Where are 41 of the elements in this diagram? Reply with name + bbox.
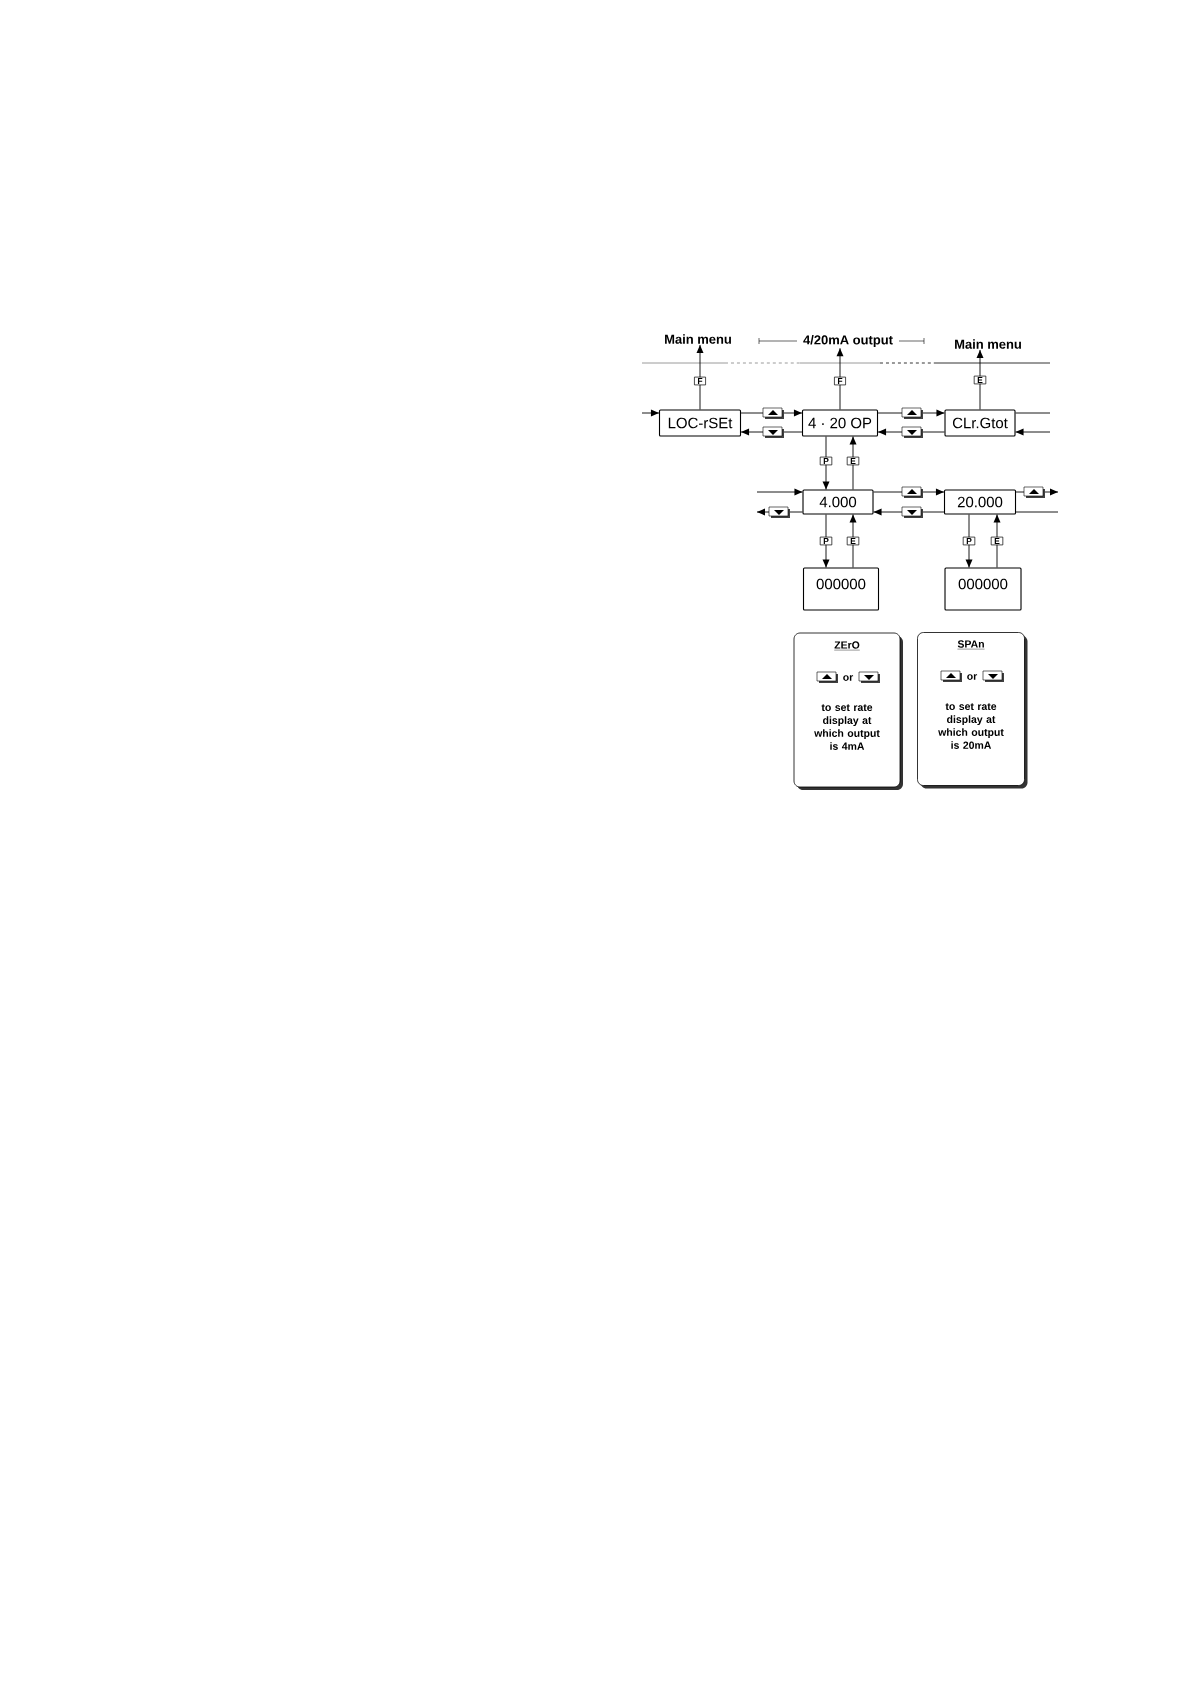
- arrow: [836, 347, 844, 410]
- arrow: [822, 436, 830, 490]
- arrow: [873, 488, 945, 496]
- key-label: F: [694, 376, 706, 386]
- arrow: [976, 349, 984, 410]
- arrow: [822, 514, 830, 568]
- arrow: [849, 436, 857, 490]
- key-label: E: [990, 536, 1004, 546]
- key-label: E: [846, 536, 860, 546]
- arrow: [873, 508, 945, 516]
- display-box: 000000: [802, 567, 880, 611]
- display-box: 4.000: [802, 489, 874, 515]
- key-label: E: [846, 456, 860, 466]
- arrow: [849, 514, 857, 568]
- key-label: P: [962, 536, 976, 546]
- arrow: [756, 488, 803, 496]
- display-box: 20.000: [943, 489, 1017, 515]
- key-label: P: [819, 456, 833, 466]
- key-label: P: [819, 536, 833, 546]
- key-label: F: [834, 376, 846, 386]
- arrow: [641, 409, 660, 417]
- note-box: ZErO or to set rate display at which output is 4mA: [793, 632, 903, 790]
- arrow: [877, 409, 945, 417]
- arrow: [877, 428, 945, 436]
- heading-label: 4/20mA output: [803, 334, 893, 348]
- display-box: 4 · 20 OP: [801, 409, 879, 437]
- arrow: [756, 508, 803, 516]
- arrow: [965, 514, 973, 568]
- arrow: [740, 409, 803, 417]
- arrow: [1015, 488, 1059, 496]
- display-box: LOC-rSEt: [658, 409, 742, 437]
- arrow: [696, 344, 704, 410]
- heading-label: Main menu: [955, 339, 1021, 349]
- heading-label: Main menu: [665, 334, 731, 344]
- display-box: 000000: [944, 567, 1022, 611]
- display-box: CLr.Gtot: [944, 409, 1016, 437]
- arrow: [993, 514, 1001, 568]
- key-label: E: [973, 375, 987, 385]
- arrow: [740, 428, 803, 436]
- arrow: [1015, 428, 1051, 436]
- note-box: SPAn or to set rate display at which output is 20mA: [917, 632, 1028, 789]
